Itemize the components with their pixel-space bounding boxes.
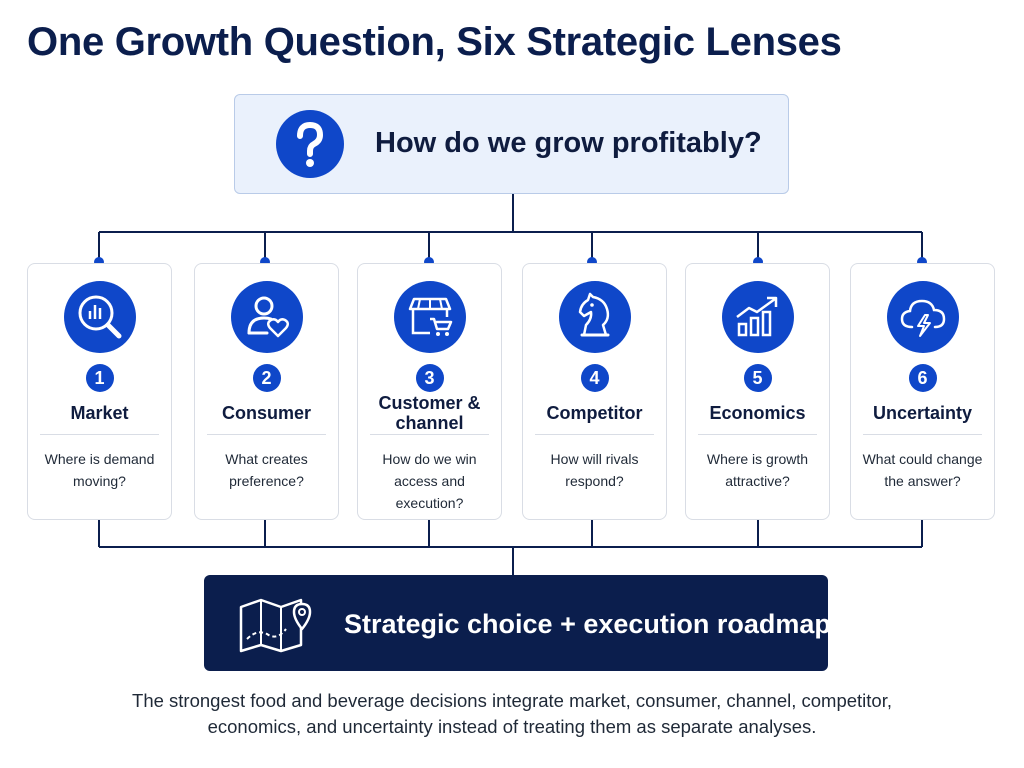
- lens-label: Market: [70, 403, 129, 423]
- card-divider: [370, 434, 489, 435]
- lens-description: How do we win access and execution?: [382, 451, 477, 511]
- lens-number: 4: [580, 364, 609, 392]
- lens-label: Competitor: [546, 403, 643, 423]
- lens-description: How will rivals respond?: [550, 451, 639, 489]
- lens-number: 3: [415, 364, 444, 392]
- consumer-heart-icon: [230, 281, 303, 353]
- footer-note: The strongest food and beverage decision…: [132, 690, 892, 737]
- roadmap-map-icon: [239, 598, 312, 653]
- central-question-text: How do we grow profitably?: [375, 127, 762, 159]
- lens-number: 1: [85, 364, 114, 392]
- central-question-box: How do we grow profitably?: [234, 94, 789, 194]
- lens-description: Where is growth attractive?: [706, 451, 809, 489]
- storm-cloud-icon: [886, 281, 959, 353]
- lens-card-market: 1 Market Where is demand moving?: [27, 263, 172, 520]
- card-divider: [535, 434, 654, 435]
- card-divider: [40, 434, 159, 435]
- lens-card-consumer: 2 Consumer What creates preference?: [194, 263, 339, 520]
- lens-description: Where is demand moving?: [44, 451, 155, 489]
- lens-description: What could change the answer?: [862, 451, 983, 489]
- lens-card-customer-channel: 3 Customer & channel How do we win acces…: [357, 263, 502, 520]
- lens-card-competitor: 4 Competitor How will rivals respond?: [522, 263, 667, 520]
- card-divider: [207, 434, 326, 435]
- lens-card-economics: 5 Economics Where is growth attractive?: [685, 263, 830, 520]
- card-divider: [698, 434, 817, 435]
- lens-label: Consumer: [221, 403, 311, 423]
- lens-label: Economics: [709, 403, 806, 423]
- outcome-box: Strategic choice + execution roadmap: [204, 575, 831, 671]
- outcome-text: Strategic choice + execution roadmap: [344, 609, 831, 639]
- lens-number: 5: [743, 364, 772, 392]
- growth-chart-icon: [721, 281, 794, 353]
- market-analytics-icon: [63, 281, 136, 353]
- chess-knight-icon: [558, 281, 631, 353]
- lens-number: 6: [908, 364, 937, 392]
- question-mark-icon: [276, 110, 344, 178]
- lens-card-uncertainty: 6 Uncertainty What could change the answ…: [850, 263, 995, 520]
- page-title: One Growth Question, Six Strategic Lense…: [27, 20, 842, 64]
- lens-label: Customer & channel: [378, 393, 481, 433]
- lens-number: 2: [252, 364, 281, 392]
- lens-description: What creates preference?: [225, 451, 308, 489]
- card-divider: [863, 434, 982, 435]
- storefront-cart-icon: [393, 281, 466, 353]
- lens-label: Uncertainty: [872, 403, 973, 423]
